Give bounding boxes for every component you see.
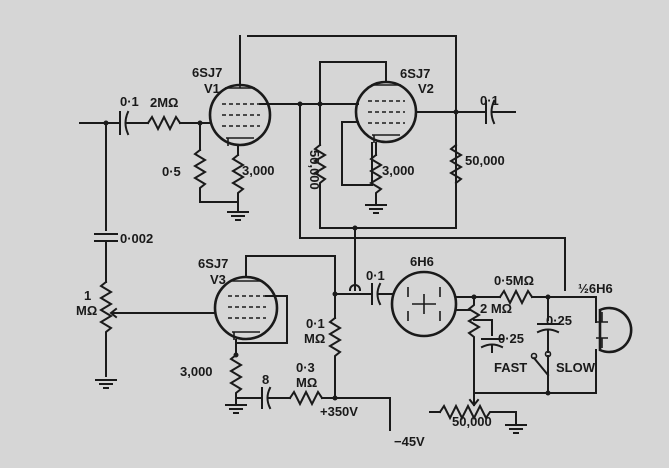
switch-fast-arm [532, 356, 550, 377]
c-8-label: 8 [262, 372, 269, 387]
resistor-0-3 [288, 389, 324, 407]
ground-pot [95, 379, 117, 389]
ground-v2 [365, 204, 387, 214]
c-0002-label: 0·002 [120, 231, 153, 246]
ground-v1 [227, 211, 249, 221]
r-2m-label: 2MΩ [150, 95, 178, 110]
plate1-bus [299, 103, 566, 291]
diode2-type-label: ½6H6 [578, 281, 613, 296]
ground-bias [505, 424, 527, 434]
diode-type-label: 6H6 [410, 254, 434, 269]
r-cath1-label: 3,000 [242, 163, 275, 178]
resistor-0-1 [328, 316, 342, 399]
pot-wiper-arrow [109, 307, 127, 319]
resistor-plate2 [449, 143, 463, 185]
detector-return [473, 344, 597, 394]
r-03-label-a: 0·3 [296, 360, 315, 375]
wire-r03-supply [321, 397, 391, 431]
diode-half-6h6 [596, 306, 633, 354]
junction-dot [317, 101, 323, 107]
v2-type-label: 6SJ7 [400, 66, 430, 81]
wire-cap025a [473, 319, 493, 336]
r-plate1-label: 50,000 [307, 150, 322, 190]
v2-plate-loop [319, 61, 387, 81]
potentiometer-1meg [99, 280, 113, 377]
resistor-plate1 [313, 143, 457, 229]
capacitor-0-002 [94, 233, 118, 242]
ground-v3 [225, 404, 247, 414]
v3-screen-lead [235, 295, 288, 344]
v2-name-label: V2 [418, 81, 434, 96]
r-01-label-a: 0·1 [306, 316, 325, 331]
c-coup-label: 0·1 [480, 93, 499, 108]
v3-type-label: 6SJ7 [198, 256, 228, 271]
resistor-2meg-diode [467, 296, 481, 346]
r-01-label-b: MΩ [304, 331, 325, 346]
fast-label: FAST [494, 360, 527, 375]
bias-pot [438, 403, 517, 426]
minus45-label: −45V [394, 434, 425, 449]
plus350-label: +350V [320, 404, 358, 419]
v1-type-label: 6SJ7 [192, 65, 222, 80]
r-05m-label: 0·5MΩ [494, 273, 534, 288]
r-03-label-b: MΩ [296, 375, 317, 390]
resistor-cath1 [231, 153, 245, 213]
c-01-diode-label: 0·1 [366, 268, 385, 283]
junction-dot [297, 101, 303, 107]
c-025a-label: 0·25 [498, 331, 524, 346]
pot-m-label: MΩ [76, 303, 97, 318]
switch-contact [544, 350, 552, 358]
r-grid1-label: 0·5 [162, 164, 181, 179]
pot-1-label: 1 [84, 288, 91, 303]
top-feedback-bus [247, 35, 457, 229]
resistor-2meg [146, 114, 182, 132]
c-025b-label: 0·25 [546, 313, 572, 328]
c-in-label: 0·1 [120, 94, 139, 109]
wire-bus-down [348, 227, 362, 292]
slow-label: SLOW [556, 360, 596, 375]
resistor-cath3 [229, 353, 243, 406]
r-cath3-label: 3,000 [180, 364, 213, 379]
diode-6h6 [390, 270, 458, 338]
resistor-cath2 [369, 153, 383, 206]
bias-wiper [468, 392, 480, 407]
v1-name-label: V1 [204, 81, 220, 96]
resistor-0-5meg [498, 288, 534, 306]
pot-50k-label: 50,000 [452, 414, 492, 429]
v3-plate-lead [245, 255, 336, 291]
v3-name-label: V3 [210, 272, 226, 287]
r-cath2-label: 3,000 [382, 163, 415, 178]
r-plate2-label: 50,000 [465, 153, 505, 168]
tube-v2 [354, 80, 418, 144]
resistor-0-5 [193, 148, 239, 203]
r-2m-diode-label: 2 MΩ [480, 301, 512, 316]
